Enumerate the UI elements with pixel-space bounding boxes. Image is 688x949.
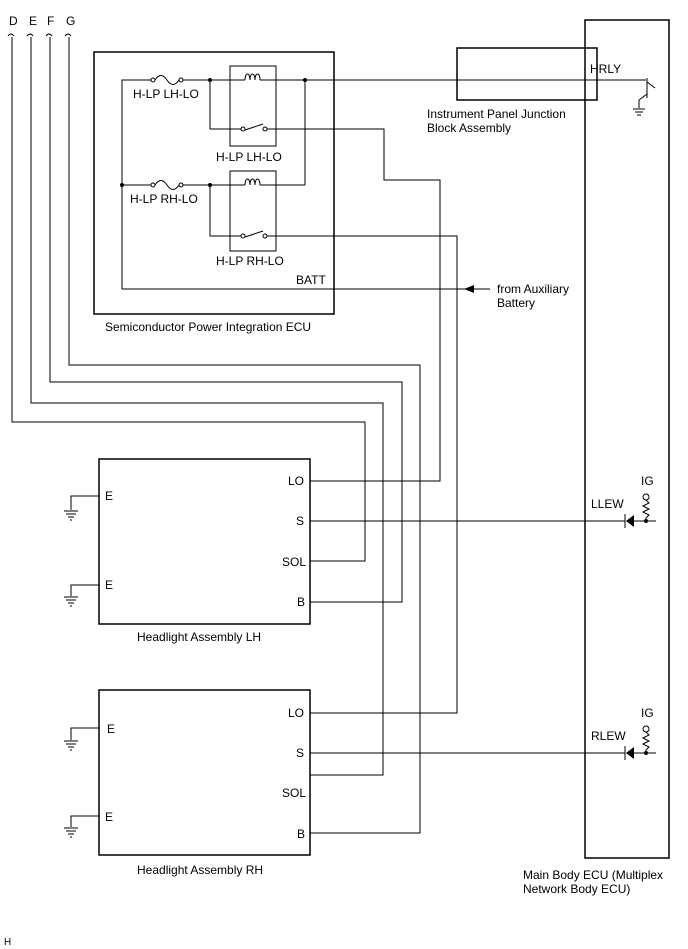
footer-code: H	[4, 937, 11, 948]
headlight-lh-pin-e2: E	[105, 578, 113, 592]
transistor-emitter-icon	[638, 93, 648, 101]
main-body-ecu-name-2: Network Body ECU)	[523, 882, 630, 896]
hrly-label: HRLY	[590, 62, 621, 76]
fuse-rh-terminal-right	[178, 182, 184, 188]
headlight-rh-pin-b: B	[297, 827, 305, 841]
relay-rh-switch-icon	[244, 230, 264, 238]
headlight-rh-pin-lo: LO	[288, 706, 304, 720]
relay-rh-box	[229, 170, 277, 252]
ground-icon-lh-1	[64, 510, 78, 521]
main-body-ecu-box	[584, 19, 670, 859]
aux-battery-feed: from Auxiliary Battery	[464, 282, 569, 310]
ig-top-terminal-icon	[642, 493, 650, 501]
spi-ecu: Semiconductor Power Integration ECU H-LP…	[93, 51, 596, 714]
junction-rh-1	[208, 183, 212, 187]
top-connectors: D E F G	[7, 14, 75, 37]
headlight-rh-pin-e1: E	[107, 722, 115, 736]
fuse-rh-terminal-left	[150, 182, 156, 188]
ground-icon-rh-2	[64, 827, 78, 838]
connector-label-d: D	[9, 14, 18, 28]
relay-lh-label: H-LP LH-LO	[216, 150, 282, 164]
headlight-rh: Headlight Assembly RH E E LO S SOL B	[64, 689, 311, 877]
fuse-lh-terminal-right	[178, 77, 184, 83]
fuse-lh-label: H-LP LH-LO	[133, 87, 199, 101]
ground-icon-hrly	[633, 108, 645, 116]
aux-battery-label-2: Battery	[497, 296, 535, 310]
resistor-bottom-icon	[641, 731, 651, 751]
connector-mark-d	[7, 33, 15, 37]
relay-lh-contact-right	[262, 126, 268, 132]
relay-lh-coil-icon	[244, 73, 261, 81]
wire-e	[30, 37, 384, 776]
wire-relay-rh-in	[209, 185, 241, 237]
rlew-label: RLEW	[591, 729, 626, 743]
wire-lh-ground-1	[70, 495, 99, 510]
main-body-ecu: Main Body ECU (Multiplex Network Body EC…	[523, 19, 670, 896]
aux-battery-label-1: from Auxiliary	[497, 282, 569, 296]
ipjb-name-2: Block Assembly	[427, 121, 511, 135]
ground-icon-rh-1	[64, 740, 78, 751]
fuse-lh-terminal-left	[150, 77, 156, 83]
headlight-lh-pin-s: S	[296, 514, 304, 528]
ipjb-box	[456, 47, 598, 101]
spi-ecu-box	[93, 51, 335, 315]
headlight-rh-pin-sol: SOL	[282, 786, 306, 800]
headlight-lh-pin-e1: E	[105, 489, 113, 503]
wire-rh-ground-2	[70, 815, 99, 827]
relay-lh-box	[229, 65, 277, 147]
headlight-lh-box	[98, 458, 311, 625]
ipjb: Instrument Panel Junction Block Assembly	[427, 47, 598, 135]
headlight-rh-box	[98, 689, 311, 856]
junction-rh-bus	[120, 183, 124, 187]
diode-llew-icon	[626, 515, 634, 527]
wire-relay-lh-in	[209, 80, 241, 130]
fuse-rh-label: H-LP RH-LO	[130, 192, 198, 206]
arrow-icon	[464, 285, 474, 293]
fuse-lh-icon	[154, 75, 180, 85]
resistor-top-icon	[641, 499, 651, 519]
connector-label-g: G	[66, 14, 75, 28]
headlight-rh-pin-s: S	[296, 746, 304, 760]
ground-icon-lh-2	[64, 596, 78, 607]
headlight-lh: Headlight Assembly LH E E LO S SOL B	[64, 458, 311, 644]
ipjb-name-1: Instrument Panel Junction	[427, 107, 566, 121]
main-body-ecu-name-1: Main Body ECU (Multiplex	[523, 868, 663, 882]
relay-rh-contact-right	[262, 233, 268, 239]
wire-g	[68, 37, 421, 834]
connector-mark-f	[45, 33, 53, 37]
wire-rh-ground-1	[70, 727, 99, 740]
diode-rlew-icon	[626, 747, 634, 759]
wire-f	[49, 37, 403, 603]
relay-rh-coil-icon	[244, 178, 261, 186]
connector-mark-g	[64, 33, 72, 37]
transistor-collector-icon	[646, 81, 656, 89]
connector-label-f: F	[47, 14, 54, 28]
llew-label: LLEW	[591, 497, 624, 511]
wire-lh-lo	[267, 128, 441, 482]
wire-lh-ground-2	[70, 584, 99, 596]
batt-label: BATT	[296, 273, 326, 287]
relay-rh-contact-left	[240, 233, 246, 239]
wire-d	[11, 37, 366, 562]
wire-rh-lo	[267, 235, 458, 714]
ig-bottom-terminal-icon	[642, 725, 650, 733]
headlight-lh-pin-b: B	[297, 595, 305, 609]
fuse-rh-icon	[154, 180, 180, 190]
headlight-rh-pin-e2: E	[105, 810, 113, 824]
connector-label-e: E	[29, 14, 37, 28]
spi-ecu-name: Semiconductor Power Integration ECU	[105, 320, 311, 334]
relay-lh-switch-icon	[244, 123, 264, 131]
connector-mark-e	[26, 33, 34, 37]
ig-top-label: IG	[641, 474, 654, 488]
junction-lh-1	[208, 78, 212, 82]
headlight-rh-name: Headlight Assembly RH	[137, 863, 263, 877]
headlight-lh-pin-lo: LO	[288, 474, 304, 488]
headlight-lh-name: Headlight Assembly LH	[137, 630, 261, 644]
ig-bottom-label: IG	[641, 706, 654, 720]
headlight-lh-pin-sol: SOL	[282, 555, 306, 569]
relay-rh-label: H-LP RH-LO	[216, 254, 284, 268]
relay-lh-contact-left	[240, 126, 246, 132]
